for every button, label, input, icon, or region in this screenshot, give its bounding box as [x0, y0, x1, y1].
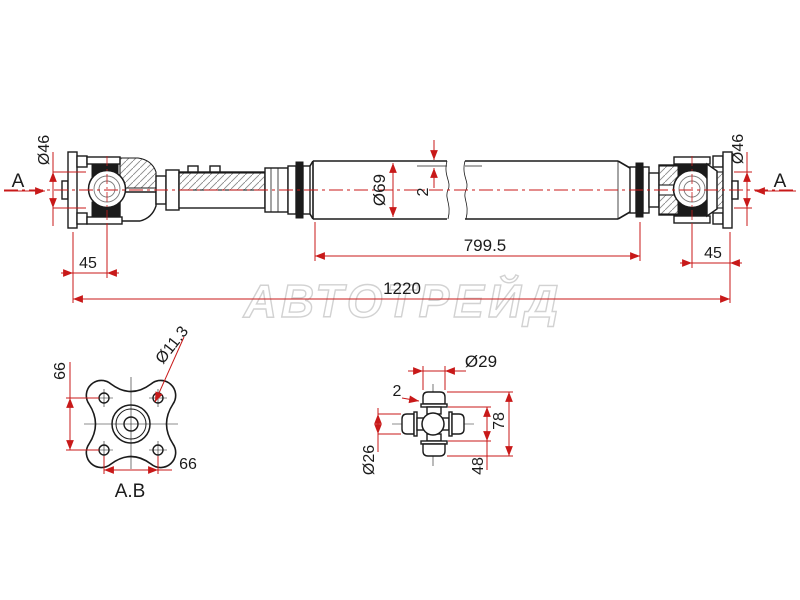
spider-dimensions: [374, 366, 513, 470]
flange-view-label: A.B: [115, 481, 146, 502]
dim-bolt-pitch-vertical-label: 66: [52, 362, 69, 380]
spider-labels: Ø29 2 Ø26 48 78: [361, 352, 508, 475]
spider-cap-top: [422, 391, 446, 405]
dim-tube-dia-label: Ø69: [370, 174, 389, 206]
dim-tube-wall-label: 2: [415, 187, 432, 196]
dim-overall-span-label: 78: [491, 412, 508, 430]
dim-bearing-cap-dia-label: Ø29: [465, 352, 497, 371]
dim-joint-offset-right-label: 45: [704, 245, 722, 262]
dim-bolt-pitch-horizontal-label: 66: [179, 456, 197, 473]
main-view: A A Ø46 Ø46 45 45 Ø69 2 799.5 1220: [4, 134, 796, 303]
main-labels: A A Ø46 Ø46 45 45 Ø69 2 799.5 1220: [12, 134, 787, 298]
dim-inner-span-label: 48: [470, 457, 487, 475]
spider-cap-bottom: [422, 443, 446, 457]
section-label-left: A: [12, 171, 25, 192]
dim-bolt-hole-dia-label: Ø11.3: [153, 323, 193, 367]
dim-joint-offset-left-label: 45: [79, 255, 97, 272]
dim-overall-length-label: 1220: [383, 279, 421, 298]
dim-flange-dia-right-label: Ø46: [730, 134, 747, 164]
spider-view: Ø29 2 Ø26 48 78: [361, 352, 513, 475]
watermark: АВТОТРЕЙД: [242, 274, 563, 327]
spider-body: [421, 412, 445, 436]
section-label-right: A: [774, 171, 787, 192]
watermark-text: АВТОТРЕЙД: [243, 275, 563, 327]
spider-cap-right: [451, 413, 465, 435]
dim-trunnion-dia-label: Ø26: [361, 445, 378, 475]
flange-dimensions: [66, 336, 185, 474]
dim-tube-length-label: 799.5: [464, 236, 507, 255]
spider-cap-left: [401, 413, 415, 435]
dim-cap-lip-label: 2: [393, 383, 402, 400]
flange-view-ab: 66 66 Ø11.3 A.B: [52, 323, 197, 502]
dim-flange-dia-left-label: Ø46: [36, 135, 53, 165]
tube-right-segment: [465, 160, 618, 220]
